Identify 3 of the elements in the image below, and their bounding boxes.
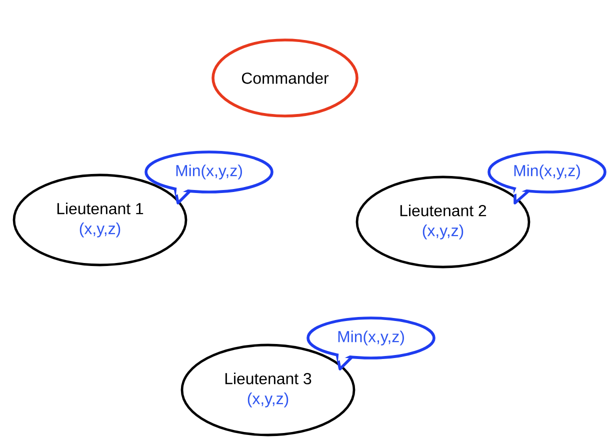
speech-bubble: Min(x,y,z) xyxy=(144,150,274,204)
speech-bubble: Min(x,y,z) xyxy=(488,150,606,204)
speech-bubble: Min(x,y,z) xyxy=(306,316,436,370)
